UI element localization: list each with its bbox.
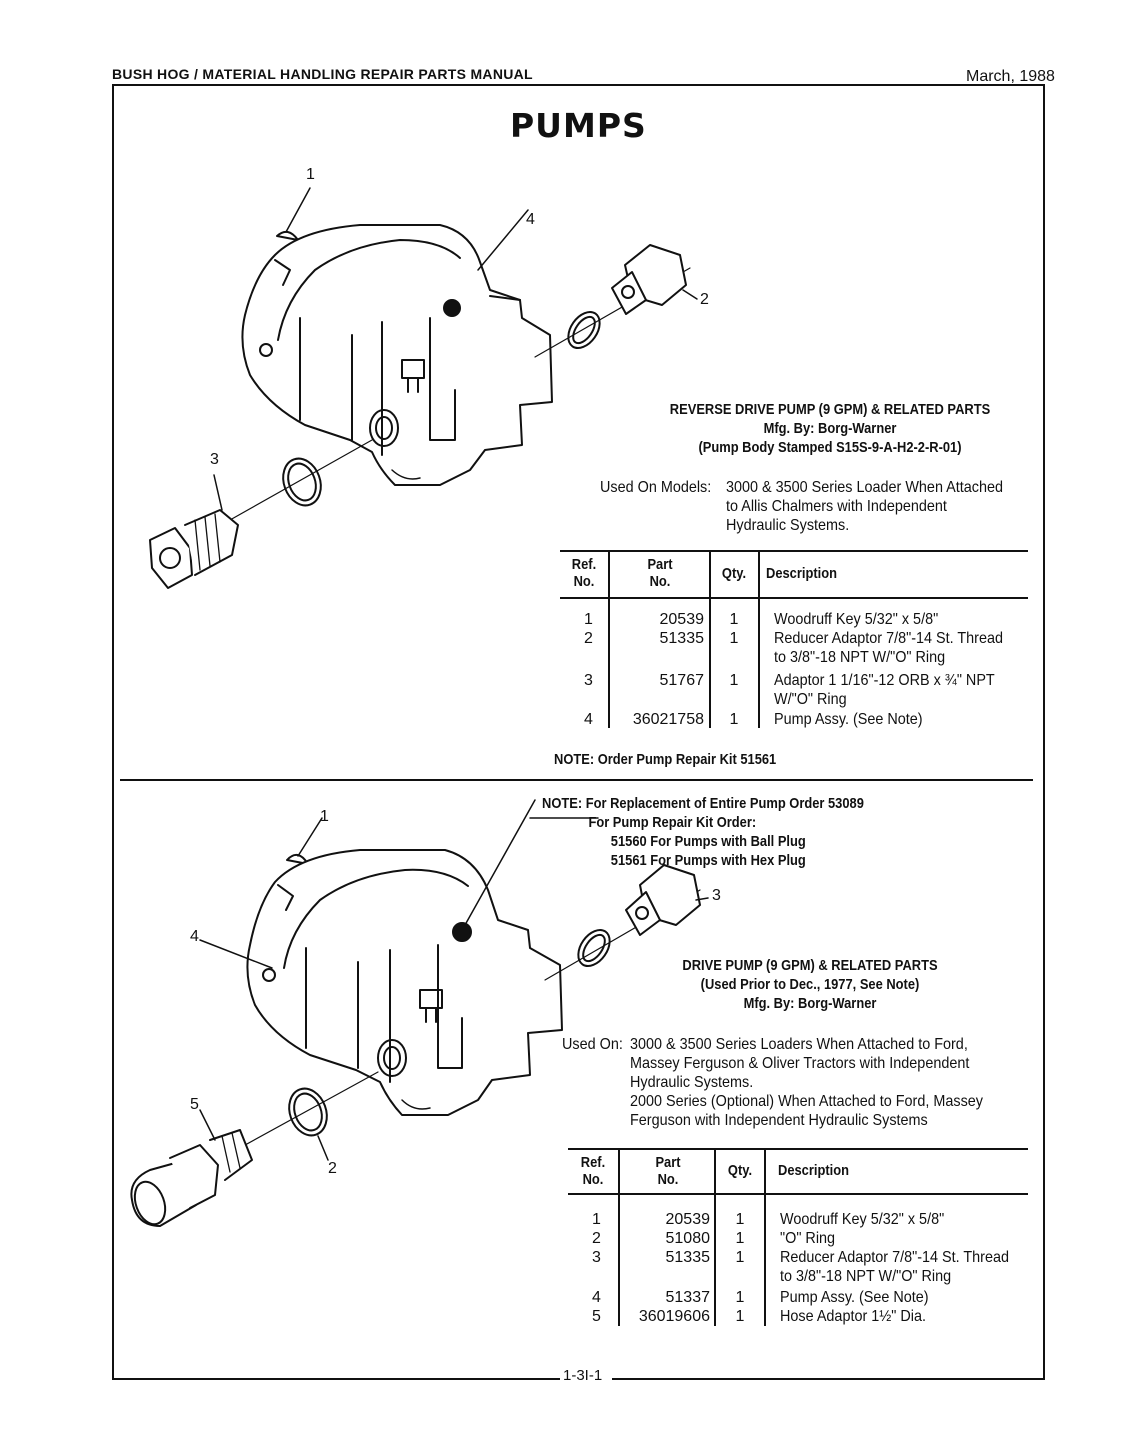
row-description: to 3/8"-18 NPT W/"O" Ring xyxy=(780,1268,952,1285)
callout-3: 3 xyxy=(210,451,219,468)
note-line: For Pump Repair Kit Order: xyxy=(588,814,757,831)
footer-rule-left xyxy=(112,1378,560,1380)
manual-title: BUSH HOG / MATERIAL HANDLING REPAIR PART… xyxy=(112,66,533,82)
footer-rule-right xyxy=(612,1378,1045,1380)
row-part: 51335 xyxy=(659,630,705,647)
row-description: Woodruff Key 5/32" x 5/8" xyxy=(774,611,939,628)
used-line: Massey Ferguson & Oliver Tractors with I… xyxy=(630,1055,970,1072)
used-line: 3000 & 3500 Series Loaders When Attached… xyxy=(630,1036,968,1053)
row-ref: 4 xyxy=(592,1289,601,1306)
callout-3: 3 xyxy=(712,887,721,904)
row-part: 51337 xyxy=(665,1289,711,1306)
note-line: 51561 For Pumps with Hex Plug xyxy=(610,852,806,869)
row-part: 20539 xyxy=(659,611,705,628)
row-qty: 1 xyxy=(729,711,739,728)
section2-used-text: 3000 & 3500 Series Loaders When Attached… xyxy=(630,1035,983,1130)
col-qty: Qty. xyxy=(721,565,747,582)
row-qty: 1 xyxy=(735,1249,745,1266)
row-qty: 1 xyxy=(735,1211,745,1228)
section1-note: NOTE: Order Pump Repair Kit 51561 xyxy=(554,751,777,768)
row-part: 51335 xyxy=(665,1249,711,1266)
reverse-drive-pump-drawing xyxy=(149,187,698,589)
publication-date: March, 1988 xyxy=(966,68,1055,85)
used-line: Ferguson with Independent Hydraulic Syst… xyxy=(630,1112,928,1129)
col-part-no: No. xyxy=(649,573,671,590)
col-part-no: No. xyxy=(657,1171,679,1188)
row-description: W/"O" Ring xyxy=(774,691,847,708)
col-ref-no: No. xyxy=(582,1171,604,1188)
section1-manufacturer: Mfg. By: Borg-Warner xyxy=(763,420,897,437)
note-line: 51560 For Pumps with Ball Plug xyxy=(610,833,806,850)
row-ref: 2 xyxy=(584,630,593,647)
section2-used-label: Used On: xyxy=(562,1036,623,1053)
callout-5: 5 xyxy=(190,1096,199,1113)
section1-stamp: (Pump Body Stamped S15S-9-A-H2-2-R-01) xyxy=(698,439,962,456)
row-ref: 1 xyxy=(584,611,593,628)
row-qty: 1 xyxy=(729,672,739,689)
section1-used-text: 3000 & 3500 Series Loader When Attached … xyxy=(726,478,1003,535)
callout-1: 1 xyxy=(306,166,315,183)
row-description: Pump Assy. (See Note) xyxy=(774,711,923,728)
section-divider xyxy=(120,779,1033,781)
used-line: to Allis Chalmers with Independent xyxy=(726,498,947,515)
row-part: 36019606 xyxy=(638,1308,710,1325)
callout-2: 2 xyxy=(328,1160,337,1177)
row-qty: 1 xyxy=(735,1289,745,1306)
page-number: 1-3I-1 xyxy=(561,1367,605,1384)
used-line: 3000 & 3500 Series Loader When Attached xyxy=(726,479,1004,496)
row-ref: 3 xyxy=(592,1249,601,1266)
section1-used-label: Used On Models: xyxy=(600,479,712,496)
col-ref: Ref. xyxy=(580,1154,606,1171)
row-qty: 1 xyxy=(735,1230,745,1247)
note-line: NOTE: For Replacement of Entire Pump Ord… xyxy=(542,795,864,812)
col-description: Description xyxy=(778,1162,849,1179)
used-line: 2000 Series (Optional) When Attached to … xyxy=(630,1093,983,1110)
row-ref: 1 xyxy=(592,1211,601,1228)
row-qty: 1 xyxy=(735,1308,745,1325)
col-part: Part xyxy=(655,1154,681,1171)
used-line: Hydraulic Systems. xyxy=(726,517,850,534)
page-title: PUMPS xyxy=(510,106,647,145)
callout-4: 4 xyxy=(526,211,535,228)
row-description: Reducer Adaptor 7/8"-14 St. Thread xyxy=(780,1249,1009,1266)
row-description: Adaptor 1 1/16"-12 ORB x ¾" NPT xyxy=(774,672,995,689)
col-part: Part xyxy=(647,556,673,573)
row-description: Pump Assy. (See Note) xyxy=(780,1289,929,1306)
callout-2: 2 xyxy=(700,291,709,308)
page-frame xyxy=(112,84,1045,1379)
col-qty: Qty. xyxy=(727,1162,753,1179)
row-description: Hose Adaptor 1½" Dia. xyxy=(780,1308,926,1325)
col-ref: Ref. xyxy=(571,556,597,573)
section1-heading: REVERSE DRIVE PUMP (9 GPM) & RELATED PAR… xyxy=(649,400,1010,457)
row-part: 20539 xyxy=(665,1211,711,1228)
section1-title: REVERSE DRIVE PUMP (9 GPM) & RELATED PAR… xyxy=(669,401,991,418)
row-description: Woodruff Key 5/32" x 5/8" xyxy=(780,1211,945,1228)
row-description: to 3/8"-18 NPT W/"O" Ring xyxy=(774,649,946,666)
section2-manufacturer: Mfg. By: Borg-Warner xyxy=(743,995,877,1012)
row-qty: 1 xyxy=(729,630,739,647)
drive-pump-drawing xyxy=(130,799,709,1227)
col-description: Description xyxy=(766,565,837,582)
section2-heading: DRIVE PUMP (9 GPM) & RELATED PARTS (Used… xyxy=(655,956,965,1013)
row-part: 51080 xyxy=(665,1230,711,1247)
row-ref: 3 xyxy=(584,672,593,689)
row-description: Reducer Adaptor 7/8"-14 St. Thread xyxy=(774,630,1003,647)
used-line: Hydraulic Systems. xyxy=(630,1074,754,1091)
callout-1: 1 xyxy=(320,808,329,825)
row-part: 51767 xyxy=(659,672,705,689)
row-qty: 1 xyxy=(729,611,739,628)
section2-usage-note: (Used Prior to Dec., 1977, See Note) xyxy=(700,976,920,993)
section2-title: DRIVE PUMP (9 GPM) & RELATED PARTS xyxy=(682,957,938,974)
row-description: "O" Ring xyxy=(780,1230,836,1247)
row-ref: 2 xyxy=(592,1230,601,1247)
col-ref-no: No. xyxy=(573,573,595,590)
row-part: 36021758 xyxy=(632,711,704,728)
row-ref: 4 xyxy=(584,711,593,728)
section2-note: NOTE: For Replacement of Entire Pump Ord… xyxy=(542,794,864,870)
row-ref: 5 xyxy=(592,1308,601,1325)
callout-4: 4 xyxy=(190,928,199,945)
